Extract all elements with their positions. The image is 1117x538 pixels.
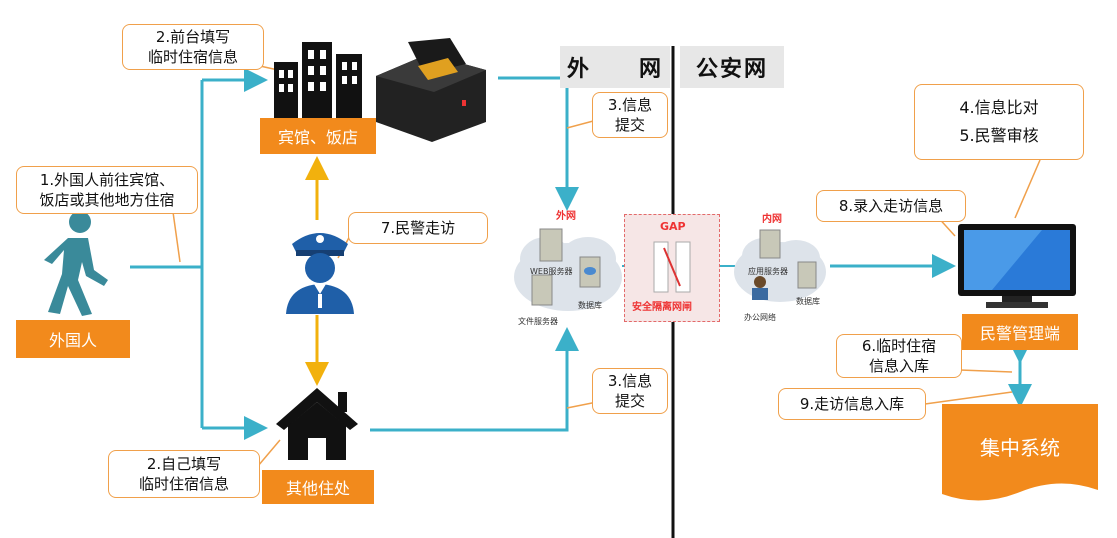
callout-step5-line: 5.民警审核 bbox=[959, 126, 1039, 145]
central-system-shape bbox=[942, 404, 1098, 501]
callout-step4-5: 4.信息比对 5.民警审核 bbox=[914, 84, 1084, 160]
residence-node: 其他住处 bbox=[262, 470, 374, 504]
callout-step3-bottom: 3.信息 提交 bbox=[592, 368, 668, 414]
callout-step2-self-line1: 2.自己填写 bbox=[146, 455, 222, 473]
id-scanner-icon bbox=[376, 38, 486, 142]
inner-network-cloud bbox=[734, 229, 826, 302]
inner-net-title: 内网 bbox=[762, 214, 782, 225]
building-icon bbox=[274, 42, 362, 118]
office-net-label: 办公网络 bbox=[744, 313, 776, 322]
outer-net-title: 外网 bbox=[556, 211, 576, 222]
callout-step3-bottom-line1: 3.信息 bbox=[607, 372, 653, 390]
callout-step2-self-line2: 临时住宿信息 bbox=[138, 475, 229, 493]
hotel-submit-arrow bbox=[498, 76, 579, 211]
residence-submit-arrow bbox=[370, 327, 579, 432]
callout-step6: 6.临时住宿 信息入库 bbox=[836, 334, 962, 378]
file-server-label: 文件服务器 bbox=[518, 317, 558, 326]
callout-step4-line: 4.信息比对 bbox=[959, 98, 1039, 117]
callout-step1: 1.外国人前往宾馆、 饭店或其他地方住宿 bbox=[16, 166, 198, 214]
central-system-node: 集中系统 bbox=[980, 435, 1060, 460]
walking-person-icon bbox=[44, 211, 108, 316]
callout-step8: 8.录入走访信息 bbox=[816, 190, 966, 222]
zone-label-police: 公安网 bbox=[680, 46, 784, 88]
hotel-node: 宾馆、饭店 bbox=[260, 118, 376, 154]
house-icon bbox=[276, 388, 358, 460]
callout-step2-self: 2.自己填写 临时住宿信息 bbox=[108, 450, 260, 498]
callout-step6-line2: 信息入库 bbox=[868, 357, 929, 375]
callout-step3-top: 3.信息 提交 bbox=[592, 92, 668, 138]
callout-step3-bottom-line2: 提交 bbox=[614, 392, 645, 410]
callout-step3-top-line1: 3.信息 bbox=[607, 96, 653, 114]
callout-step3-top-line2: 提交 bbox=[614, 116, 645, 134]
callout-step1-line2: 饭店或其他地方住宿 bbox=[39, 191, 175, 209]
callout-step9: 9.走访信息入库 bbox=[778, 388, 926, 420]
outer-network-cloud bbox=[514, 228, 622, 311]
gap-device-icon bbox=[653, 241, 691, 293]
foreigner-node: 外国人 bbox=[16, 320, 130, 358]
web-server-label: WEB服务器 bbox=[530, 267, 573, 276]
app-server-label: 应用服务器 bbox=[748, 267, 788, 276]
callout-step2-hotel-line1: 2.前台填写 bbox=[155, 28, 231, 46]
police-officer-icon bbox=[286, 233, 354, 314]
database-label: 数据库 bbox=[578, 301, 602, 310]
zone-label-outer: 外 网 bbox=[560, 46, 670, 88]
police-client-node: 民警管理端 bbox=[962, 314, 1078, 350]
callout-step6-line1: 6.临时住宿 bbox=[861, 337, 937, 355]
callout-step2-hotel-line2: 临时住宿信息 bbox=[147, 48, 238, 66]
callout-step2-hotel: 2.前台填写 临时住宿信息 bbox=[122, 24, 264, 70]
gap-label: 安全隔离网闸 bbox=[632, 302, 692, 313]
monitor-icon bbox=[958, 224, 1076, 308]
callout-step7: 7.民警走访 bbox=[348, 212, 488, 244]
callout-step1-line1: 1.外国人前往宾馆、 bbox=[39, 171, 175, 189]
gap-title: GAP bbox=[660, 220, 686, 233]
inner-database-label: 数据库 bbox=[796, 297, 820, 306]
